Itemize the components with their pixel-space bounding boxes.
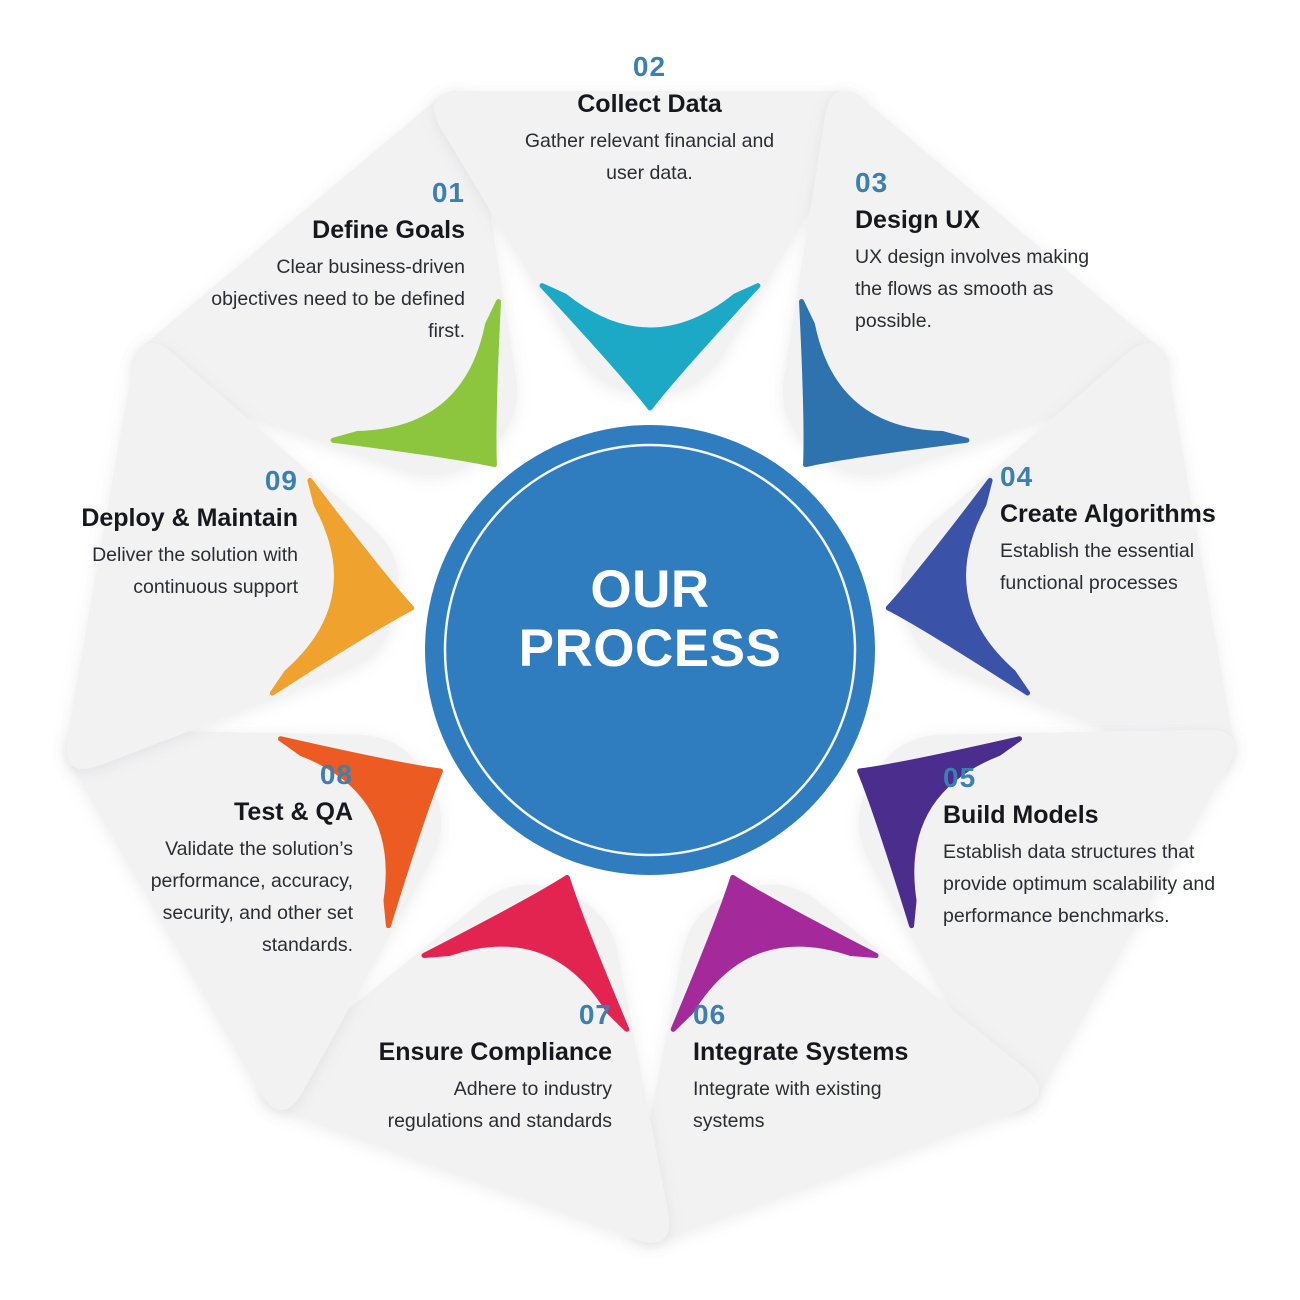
- step-title-01: Define Goals: [312, 215, 465, 244]
- step-title-04: Create Algorithms: [1000, 499, 1216, 528]
- step-number-03: 03: [855, 167, 889, 198]
- step-card-08[interactable]: 08 Test & QA Validate the solution’s per…: [120, 759, 353, 961]
- step-number-04: 04: [1000, 461, 1034, 492]
- step-number-09: 09: [264, 465, 298, 496]
- step-card-01[interactable]: 01 Define Goals Clear business-driven ob…: [200, 177, 465, 348]
- chevron-arrow-02: [539, 283, 761, 411]
- step-description-03: UX design involves making the flows as s…: [855, 246, 1090, 332]
- petal-panel-05[interactable]: [858, 729, 1235, 1110]
- petal-panel-03[interactable]: [782, 90, 1168, 476]
- step-title-02: Collect Data: [577, 89, 722, 118]
- step-card-03[interactable]: 03 Design UX UX design involves making t…: [855, 167, 1120, 338]
- step-number-08: 08: [319, 759, 353, 790]
- step-title-03: Design UX: [855, 205, 981, 234]
- chevron-arrow-01: [330, 299, 501, 468]
- step-description-02: Gather relevant financial and user data.: [524, 130, 775, 185]
- petal-panel-01[interactable]: [132, 90, 518, 476]
- step-title-08: Test & QA: [234, 797, 353, 826]
- step-description-08: Validate the solution’s performance, acc…: [150, 838, 353, 956]
- petal-panel-06[interactable]: [630, 884, 1040, 1243]
- step-title-09: Deploy & Maintain: [81, 503, 298, 532]
- chevron-arrow-03: [799, 299, 970, 468]
- petal-panel-02[interactable]: [434, 91, 866, 393]
- step-title-05: Build Models: [943, 800, 1099, 829]
- chevron-arrow-06: [670, 874, 879, 1032]
- step-card-09[interactable]: 09 Deploy & Maintain Deliver the solutio…: [48, 465, 298, 604]
- step-title-06: Integrate Systems: [693, 1037, 909, 1066]
- step-card-04[interactable]: 04 Create Algorithms Establish the essen…: [1000, 461, 1248, 600]
- step-card-06[interactable]: 06 Integrate Systems Integrate with exis…: [693, 999, 958, 1138]
- center-circle: [425, 425, 875, 875]
- petal-panel-07[interactable]: [260, 884, 670, 1243]
- step-number-05: 05: [943, 762, 977, 793]
- step-description-07: Adhere to industry regulations and stand…: [387, 1078, 612, 1133]
- chevron-arrow-08: [278, 736, 443, 929]
- step-card-02[interactable]: 02 Collect Data Gather relevant financia…: [512, 51, 787, 190]
- step-description-04: Establish the essential functional proce…: [1000, 540, 1195, 595]
- step-number-02: 02: [632, 51, 667, 82]
- step-title-07: Ensure Compliance: [378, 1037, 612, 1066]
- step-card-07[interactable]: 07 Ensure Compliance Adhere to industry …: [372, 999, 612, 1138]
- step-number-06: 06: [693, 999, 727, 1030]
- chevron-arrow-09: [269, 477, 415, 696]
- petal-panel-08[interactable]: [65, 729, 442, 1110]
- center-inner-ring: [443, 443, 857, 857]
- step-description-05: Establish data structures that provide o…: [943, 841, 1216, 927]
- chevron-arrows: [269, 283, 1031, 1032]
- chevron-arrow-04: [885, 477, 1031, 696]
- step-number-01: 01: [431, 177, 465, 208]
- step-card-05[interactable]: 05 Build Models Establish data structure…: [943, 762, 1233, 933]
- chevron-arrow-07: [421, 874, 630, 1032]
- step-number-07: 07: [578, 999, 612, 1030]
- chevron-arrow-05: [857, 736, 1022, 929]
- step-description-09: Deliver the solution with continuous sup…: [92, 544, 298, 599]
- step-description-06: Integrate with existing systems: [693, 1078, 882, 1133]
- step-description-01: Clear business-driven objectives need to…: [211, 256, 465, 342]
